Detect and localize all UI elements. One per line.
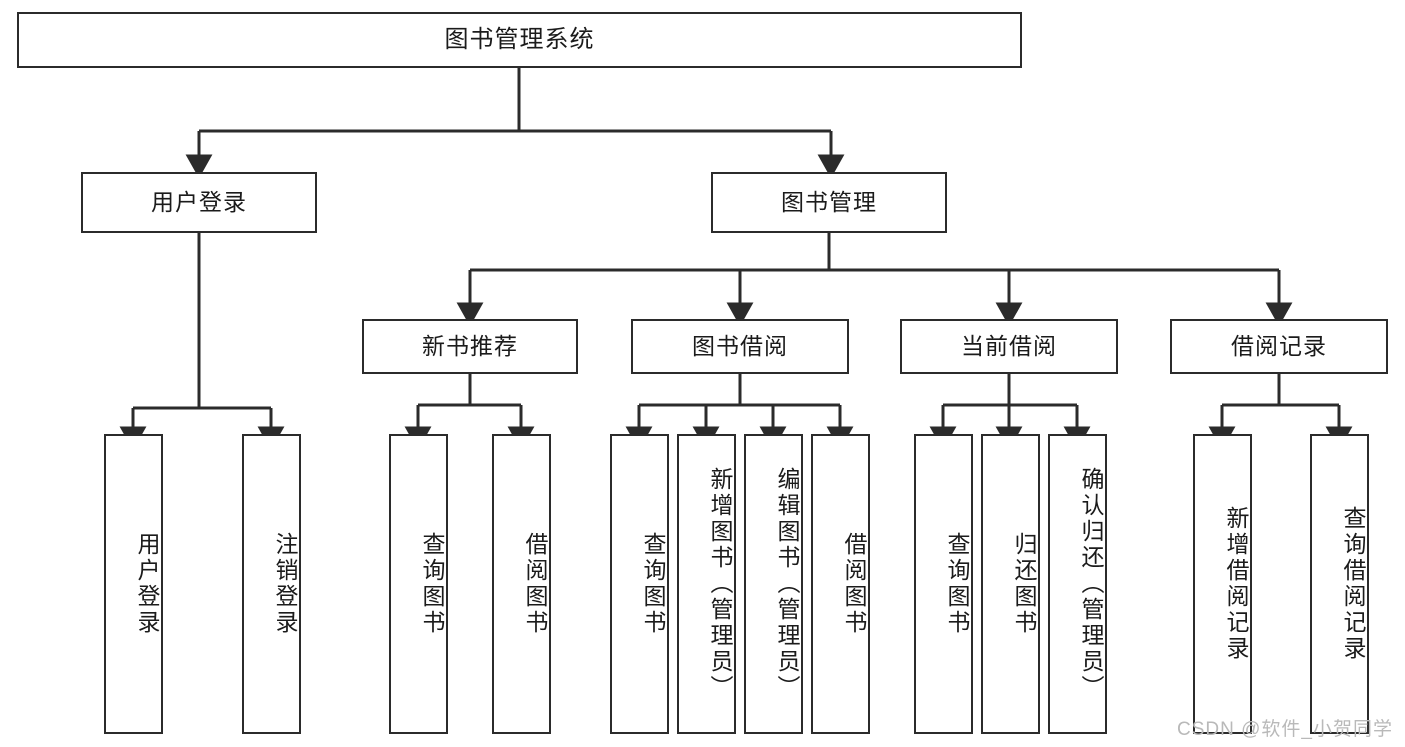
node-label: 图书管理系统 [444,26,595,54]
node-leaf-borrow-book-1[interactable]: 借阅图书 [492,434,551,734]
node-label: 借阅记录 [1231,333,1327,360]
node-label: 查询图书 [944,532,970,636]
node-label: 编辑图书（管理员） [774,467,800,701]
node-label: 注销登录 [272,532,298,636]
node-label: 查询借阅记录 [1340,506,1366,662]
node-label: 归还图书 [1011,532,1037,636]
node-leaf-query-book-2[interactable]: 查询图书 [610,434,669,734]
node-label: 当前借阅 [961,333,1057,360]
node-leaf-query-book-3[interactable]: 查询图书 [914,434,973,734]
node-book-borrow[interactable]: 图书借阅 [631,319,849,374]
node-label: 确认归还（管理员） [1078,467,1104,701]
node-label: 新增图书（管理员） [707,467,733,701]
node-leaf-query-record[interactable]: 查询借阅记录 [1310,434,1369,734]
node-leaf-edit-book[interactable]: 编辑图书（管理员） [744,434,803,734]
node-label: 用户登录 [134,532,160,636]
node-leaf-user-login[interactable]: 用户登录 [104,434,163,734]
watermark-csdn: CSDN @软件_小贺同学 [1177,719,1393,740]
node-leaf-add-book[interactable]: 新增图书（管理员） [677,434,736,734]
node-leaf-logout[interactable]: 注销登录 [242,434,301,734]
node-label: 图书管理 [781,189,877,216]
node-leaf-return-book[interactable]: 归还图书 [981,434,1040,734]
node-label: 新书推荐 [422,333,518,360]
node-leaf-query-book-1[interactable]: 查询图书 [389,434,448,734]
node-borrow-record[interactable]: 借阅记录 [1170,319,1388,374]
node-label: 查询图书 [640,532,666,636]
node-label: 借阅图书 [841,532,867,636]
node-label: 新增借阅记录 [1223,506,1249,662]
node-book-management[interactable]: 图书管理 [711,172,947,233]
node-user-login[interactable]: 用户登录 [81,172,317,233]
node-label: 查询图书 [419,532,445,636]
node-root-system[interactable]: 图书管理系统 [17,12,1022,68]
node-label: 借阅图书 [522,532,548,636]
node-label: 用户登录 [151,189,247,216]
node-new-book-recommend[interactable]: 新书推荐 [362,319,578,374]
node-current-borrow[interactable]: 当前借阅 [900,319,1118,374]
node-leaf-borrow-book-2[interactable]: 借阅图书 [811,434,870,734]
node-leaf-add-record[interactable]: 新增借阅记录 [1193,434,1252,734]
node-leaf-confirm-return[interactable]: 确认归还（管理员） [1048,434,1107,734]
node-label: 图书借阅 [692,333,788,360]
